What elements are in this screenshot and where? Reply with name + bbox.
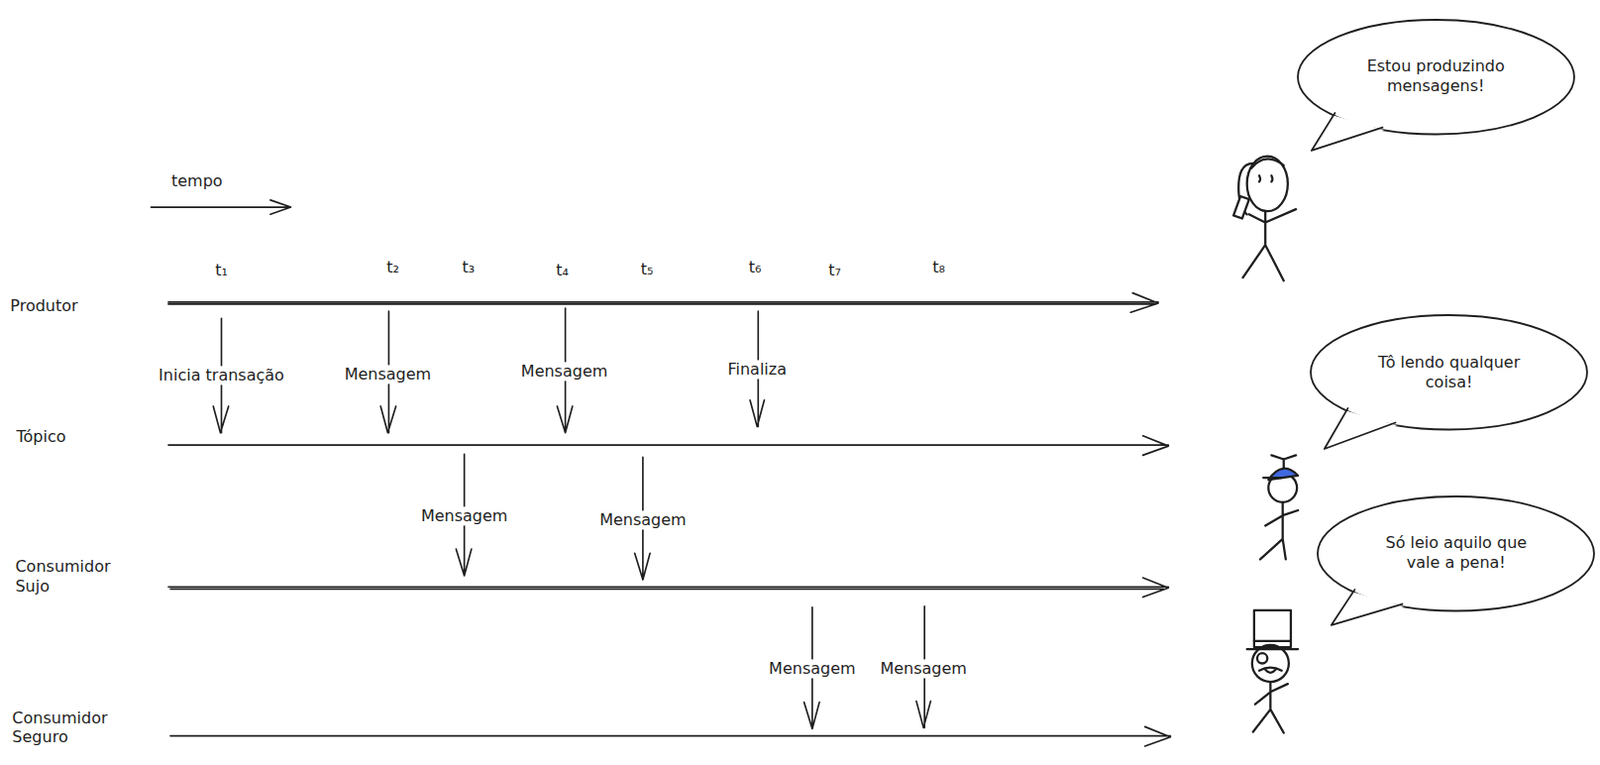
event-label: Finaliza bbox=[724, 359, 790, 379]
event-label: Mensagem bbox=[596, 511, 690, 531]
bubble-tail bbox=[1324, 408, 1396, 450]
time-mark: t₄ bbox=[555, 260, 569, 280]
event-label: Mensagem bbox=[765, 658, 859, 678]
bubble-text: Tô lendo qualquer coisa! bbox=[1365, 352, 1534, 393]
speech-bubble: Estou produzindo mensagens! bbox=[1295, 17, 1577, 136]
lane-label: Consumidor Seguro bbox=[11, 708, 107, 747]
time-mark: t₁ bbox=[214, 260, 228, 280]
time-mark: t₈ bbox=[932, 257, 946, 277]
time-mark: t₃ bbox=[461, 257, 475, 277]
event-label: Mensagem bbox=[876, 658, 970, 678]
bubble-tail bbox=[1311, 111, 1384, 151]
axis-title: tempo bbox=[171, 172, 223, 192]
producer-timeline bbox=[168, 293, 1159, 314]
bubble-text: Estou produzindo mensagens! bbox=[1351, 56, 1520, 97]
producer-figure bbox=[1233, 156, 1296, 282]
time-arrow bbox=[150, 200, 291, 214]
safe-consumer-figure bbox=[1247, 610, 1299, 734]
speech-bubble: Só leio aquilo que vale a pena! bbox=[1315, 494, 1597, 613]
speech-bubble: Tô lendo qualquer coisa! bbox=[1308, 313, 1590, 431]
topic-timeline bbox=[168, 435, 1169, 456]
event-label: Mensagem bbox=[418, 507, 512, 527]
dirty-consumer-figure bbox=[1260, 454, 1298, 559]
time-mark: t₅ bbox=[640, 259, 654, 279]
lane-label: Consumidor Sujo bbox=[14, 556, 110, 595]
lane-label: Tópico bbox=[15, 426, 66, 446]
time-mark: t₇ bbox=[828, 260, 842, 280]
time-mark: t₆ bbox=[748, 257, 762, 277]
time-mark: t₂ bbox=[386, 257, 400, 277]
bubble-tail bbox=[1331, 588, 1403, 625]
safe-consumer-timeline bbox=[170, 726, 1171, 747]
event-label: Inicia transação bbox=[155, 365, 288, 385]
event-label: Mensagem bbox=[518, 361, 612, 381]
dirty-consumer-timeline bbox=[168, 577, 1169, 598]
event-label: Mensagem bbox=[341, 364, 435, 384]
lane-label: Produtor bbox=[9, 296, 78, 316]
bubble-text: Só leio aquilo que vale a pena! bbox=[1372, 533, 1541, 573]
